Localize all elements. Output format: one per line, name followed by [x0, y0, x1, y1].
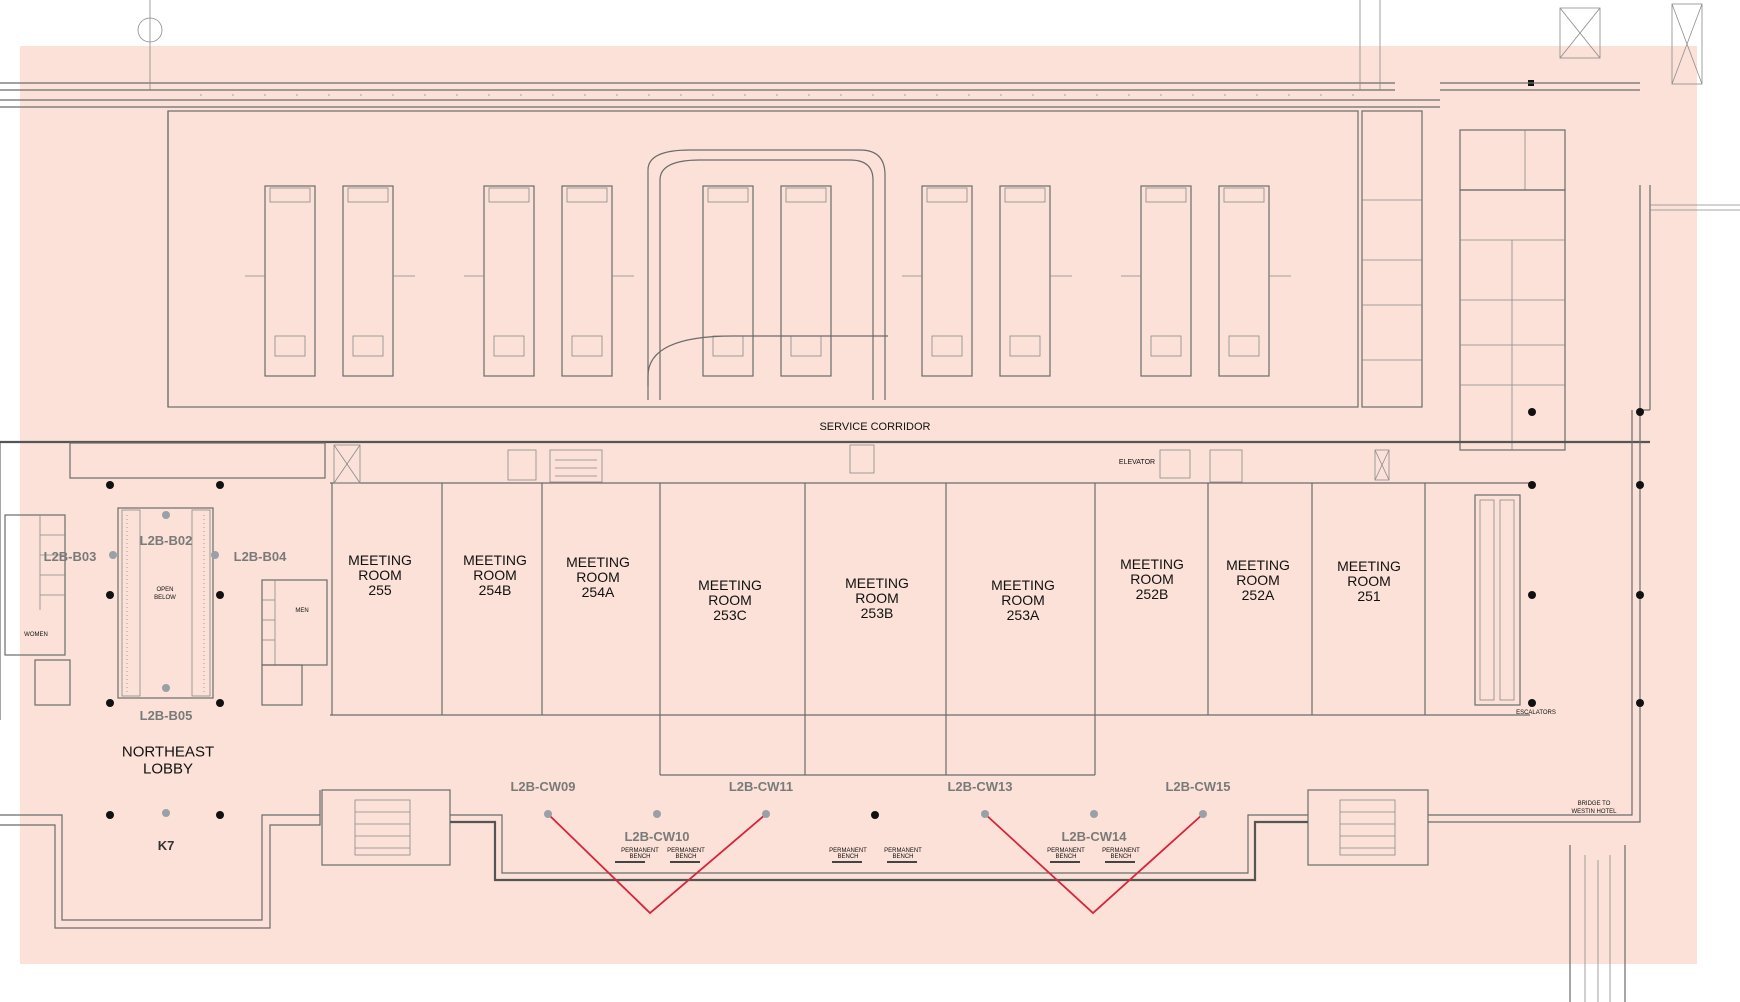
- marker-b04-dot[interactable]: [211, 551, 219, 559]
- tag-k7[interactable]: K7: [158, 838, 175, 853]
- marker-cw09-dot[interactable]: [544, 810, 552, 818]
- tag-cw11[interactable]: L2B-CW11: [729, 779, 793, 794]
- marker-cw15-dot[interactable]: [1199, 810, 1207, 818]
- tag-cw15[interactable]: L2B-CW15: [1165, 779, 1230, 794]
- marker-cw13-dot[interactable]: [981, 810, 989, 818]
- loading-docks: [245, 149, 1291, 400]
- service-area: [0, 0, 1740, 451]
- marker-b02-dot[interactable]: [162, 511, 170, 519]
- tag-b02[interactable]: L2B-B02: [140, 533, 193, 548]
- tag-cw10[interactable]: L2B-CW10: [624, 829, 689, 844]
- structural-columns: [106, 408, 1644, 819]
- men-label: MEN: [295, 608, 308, 614]
- tag-b05[interactable]: L2B-B05: [140, 708, 193, 723]
- camera-markers: [109, 511, 1207, 818]
- marker-b03-dot[interactable]: [109, 551, 117, 559]
- marker-cw11-dot[interactable]: [762, 810, 770, 818]
- tag-cw13[interactable]: L2B-CW13: [947, 779, 1012, 794]
- escalators-label: ESCALATORS: [1516, 710, 1556, 716]
- marker-k7-dot[interactable]: [162, 809, 170, 817]
- elevator-label: ELEVATOR: [1119, 459, 1155, 466]
- tag-cw09[interactable]: L2B-CW09: [510, 779, 575, 794]
- tag-b04[interactable]: L2B-B04: [234, 549, 288, 564]
- service-corridor-label: SERVICE CORRIDOR: [819, 421, 930, 433]
- prefunction-corridor: [321, 409, 1650, 1002]
- lobby-area: [0, 442, 328, 929]
- area-labels: SERVICE CORRIDOR ELEVATOR ESCALATORS BRI…: [24, 421, 1617, 860]
- highlight-zone: [20, 46, 1697, 964]
- meeting-room-band: [0, 440, 1650, 776]
- camera-tags: L2B-B02 L2B-B03 L2B-B04 L2B-B05 K7 L2B-C…: [44, 533, 1231, 853]
- marker-b05-dot[interactable]: [162, 684, 170, 692]
- tag-b03[interactable]: L2B-B03: [44, 549, 97, 564]
- camera-view-lines: [547, 813, 1204, 915]
- tag-cw14[interactable]: L2B-CW14: [1061, 829, 1127, 844]
- marker-cw14-dot[interactable]: [1090, 810, 1098, 818]
- marker-cw10-dot[interactable]: [653, 810, 661, 818]
- women-label: WOMEN: [24, 632, 48, 638]
